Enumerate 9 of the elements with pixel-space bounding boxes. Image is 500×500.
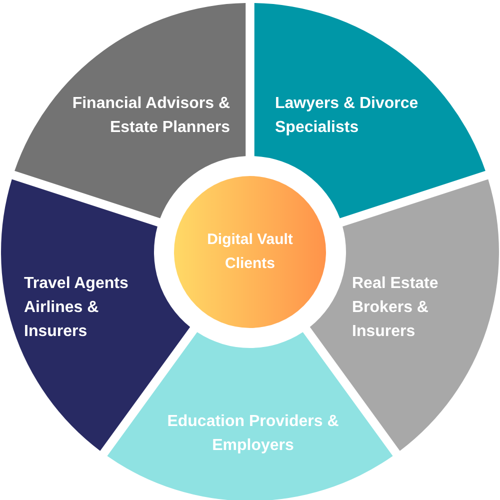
segment-label: Financial Advisors & Estate Planners: [71, 94, 230, 138]
segment-label: Lawyers & Divorce Specialists: [275, 94, 420, 138]
center-circle: [174, 176, 326, 328]
center-label: Digital Vault Clients: [206, 230, 294, 274]
pie-segment: [254, 3, 486, 218]
pie-segment: [14, 3, 246, 218]
segment-label: Real Estate Brokers & Insurers: [352, 274, 440, 342]
segment-label: Education Providers & Employers: [166, 412, 340, 456]
segment-label: Travel Agents Airlines & Insurers: [24, 274, 130, 342]
